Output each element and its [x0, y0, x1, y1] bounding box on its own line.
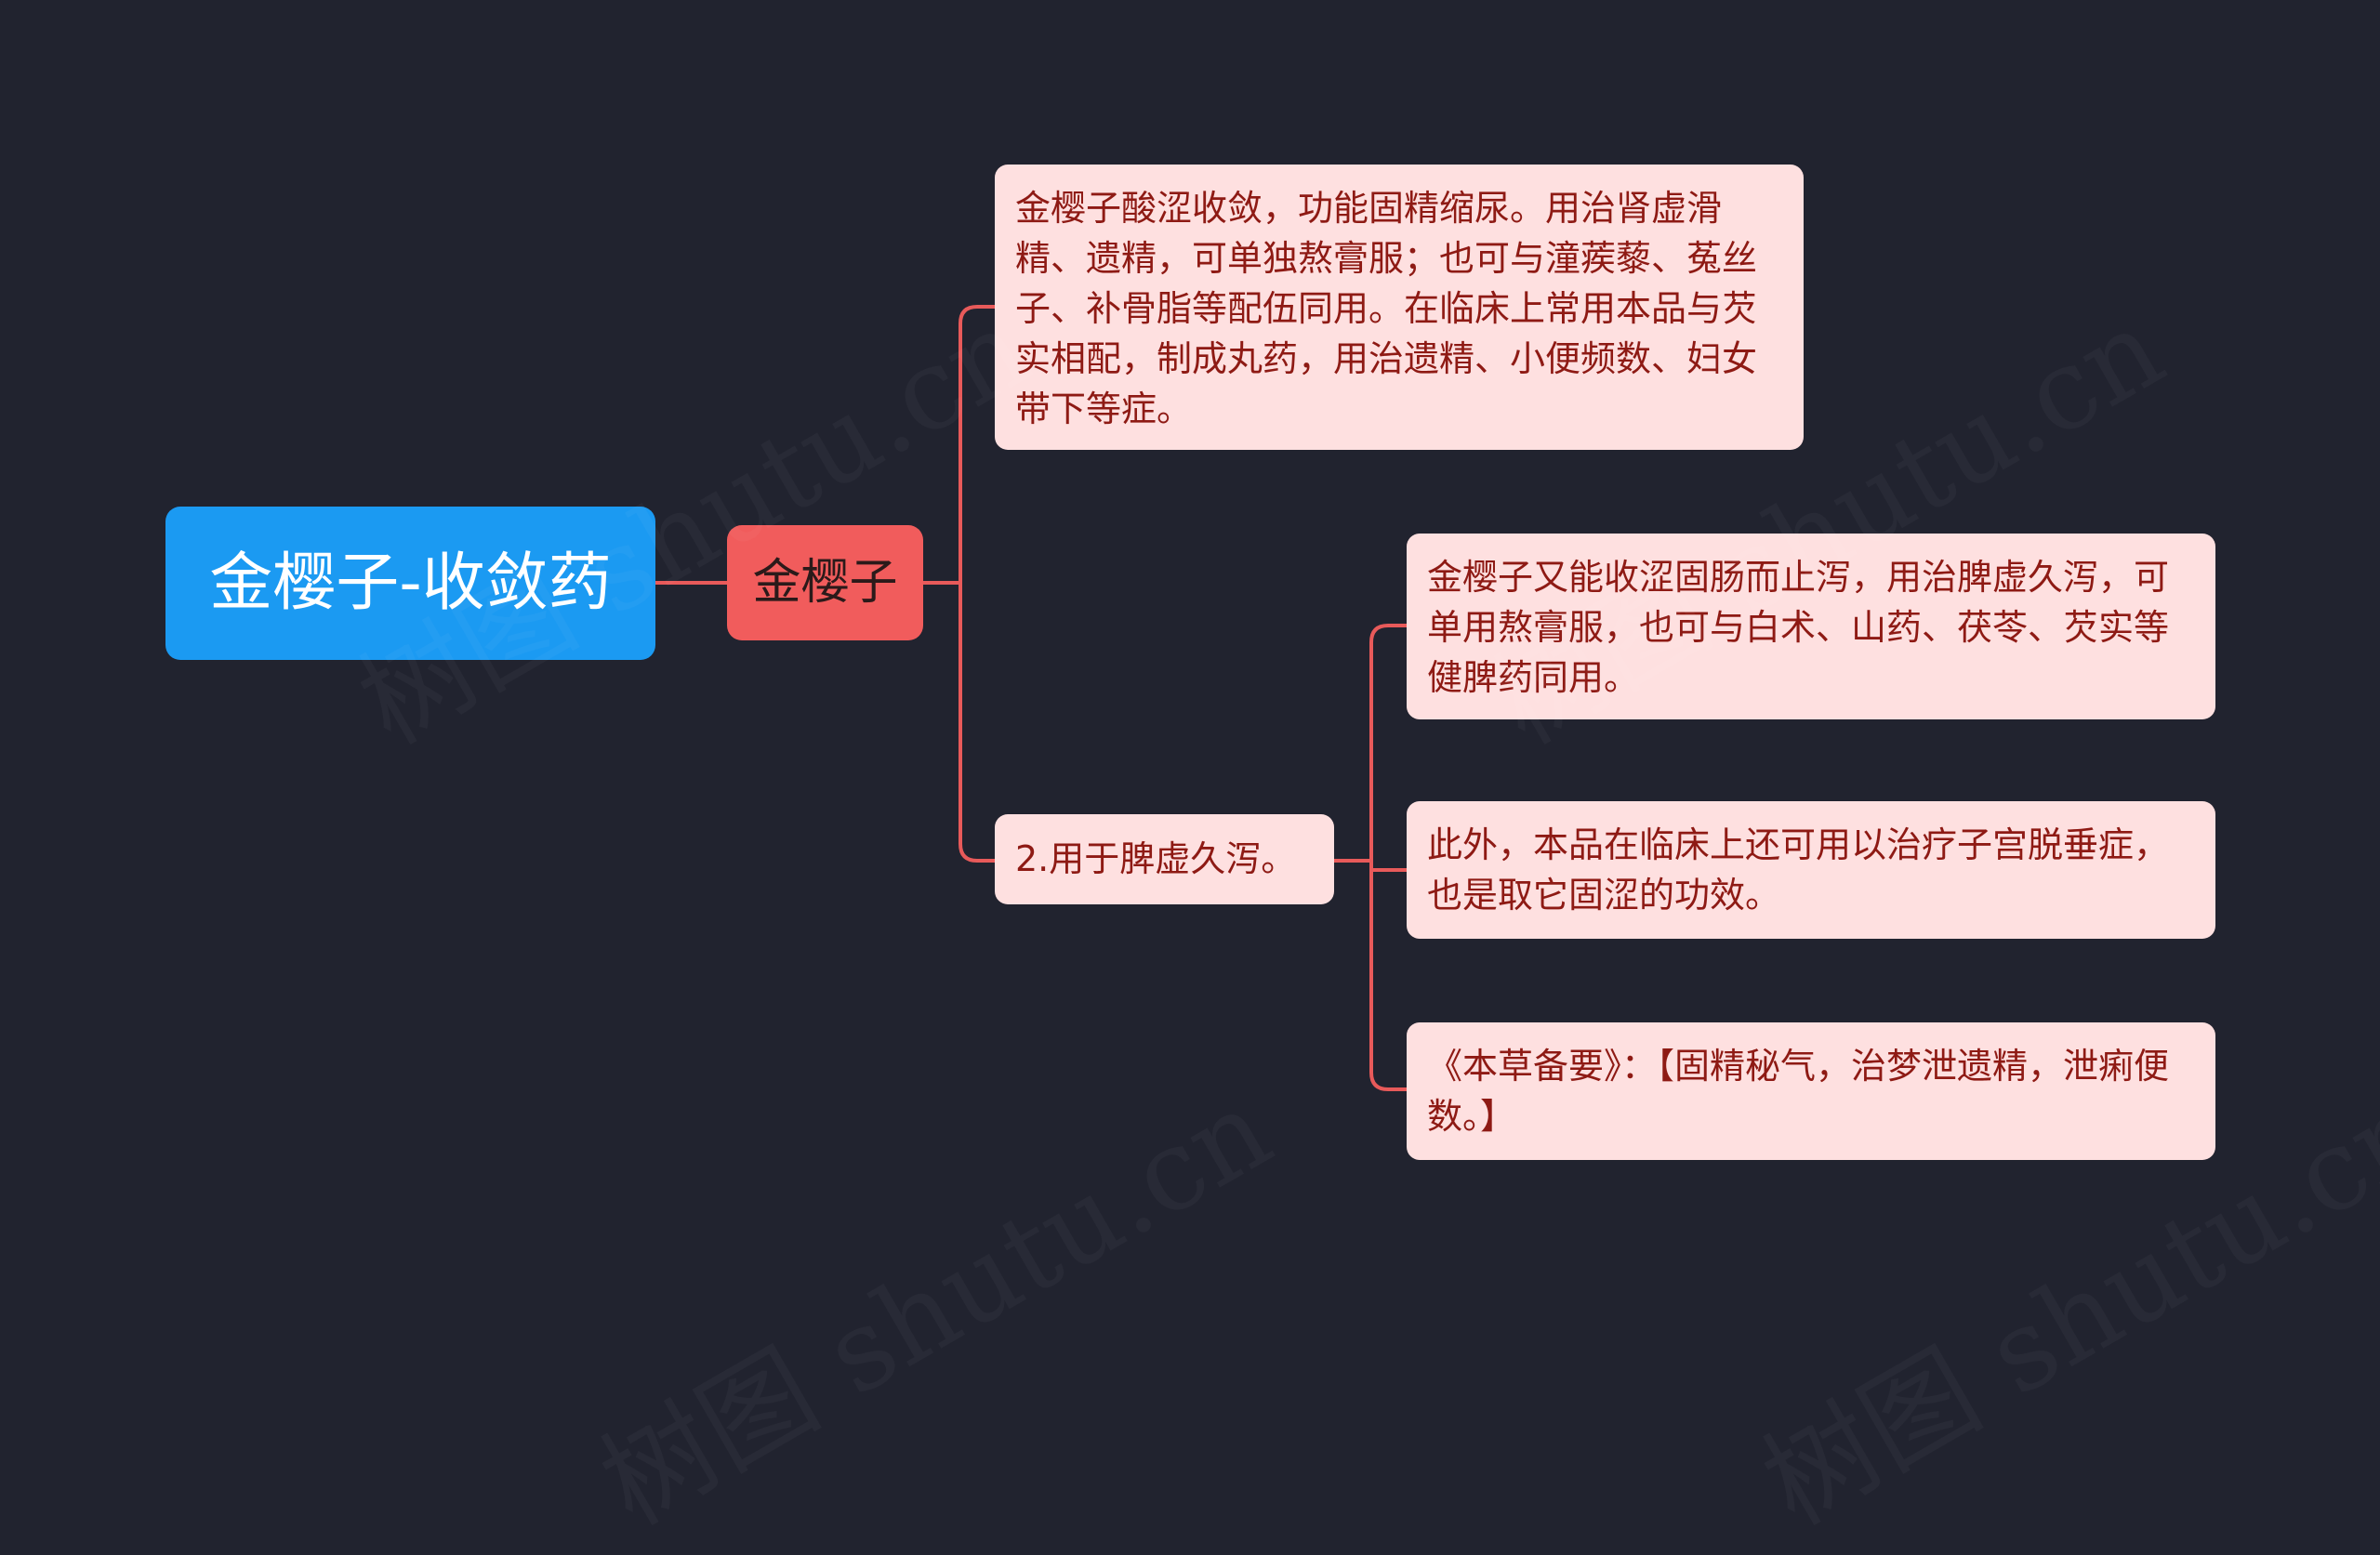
connector-lines	[654, 305, 1408, 1091]
root-topic[interactable]: 金樱子-收敛药	[165, 507, 655, 660]
connector-subbranch-leaves	[1369, 624, 1408, 1091]
leaf-topic-prolapse[interactable]: 此外，本品在临床上还可用以治疗子宫脱垂症，也是取它固涩的功效。	[1407, 801, 2215, 939]
connector-branch-children	[959, 305, 997, 863]
leaf-topic-diarrhea[interactable]: 金樱子又能收涩固肠而止泻，用治脾虚久泻，可单用熬膏服，也可与白术、山药、茯苓、芡…	[1407, 534, 2215, 719]
leaf-topic-astringent-desc[interactable]: 金樱子酸涩收敛，功能固精缩尿。用治肾虚滑精、遗精，可单独熬膏服；也可与潼蒺藜、菟…	[995, 165, 1804, 450]
leaf-topic-bencao-quote[interactable]: 《本草备要》：【固精秘气，治梦泄遗精，泄痢便数。】	[1407, 1022, 2215, 1160]
subbranch-topic-spleen[interactable]: 2.用于脾虚久泻。	[995, 814, 1334, 904]
branch-topic-jinyingzi[interactable]: 金樱子	[727, 525, 923, 640]
mind-map: 金樱子-收敛药 金樱子 金樱子酸涩收敛，功能固精缩尿。用治肾虚滑精、遗精，可单独…	[165, 165, 2215, 1160]
